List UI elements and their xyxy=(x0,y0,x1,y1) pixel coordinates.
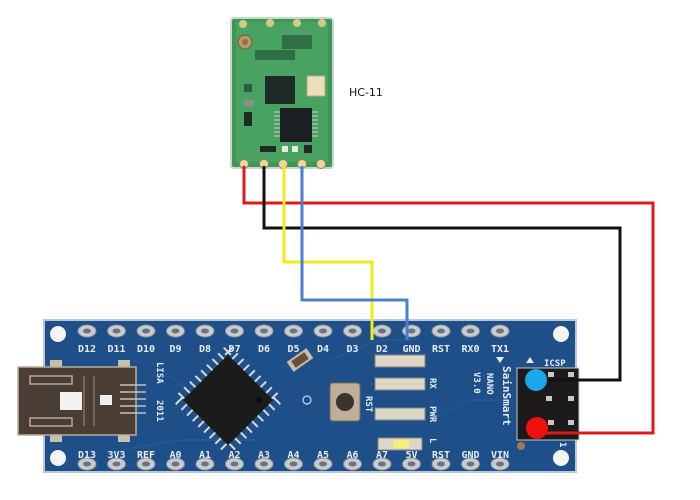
pin-hole xyxy=(289,461,298,467)
rx-arrow-icon xyxy=(496,357,504,363)
bottom-pin-label-d13: D13 xyxy=(78,450,96,461)
top-pin-label-d8: D8 xyxy=(199,344,211,355)
pin-hole xyxy=(466,461,475,467)
pin-hole xyxy=(230,461,239,467)
top-pin-label-rx0: RX0 xyxy=(461,344,479,355)
top-pin-label-d12: D12 xyxy=(78,344,96,355)
led-pwr xyxy=(374,407,426,421)
hc11-mcu-chip xyxy=(274,108,318,142)
pin-hole xyxy=(378,461,386,467)
pin-hole xyxy=(201,328,209,334)
bottom-pin-label-rst: RST xyxy=(432,450,450,461)
silk-year: 2011 xyxy=(154,400,164,422)
tx-arrow-icon xyxy=(526,357,534,363)
pin-hole xyxy=(378,328,386,334)
led-row-top xyxy=(374,354,426,368)
bottom-pin-label-a2: A2 xyxy=(228,450,240,461)
icsp-label: ICSP xyxy=(544,359,566,369)
top-pin-label-d4: D4 xyxy=(317,344,329,355)
silk-lisa: LISA xyxy=(154,362,164,384)
top-pin-label-d6: D6 xyxy=(258,344,270,355)
solder-pad xyxy=(517,442,525,450)
pin-hole xyxy=(496,461,504,467)
bottom-pin-label-a4: A4 xyxy=(287,450,299,461)
bottom-pin-label-a1: A1 xyxy=(199,450,211,461)
yellow-wire xyxy=(282,166,374,340)
pin-hole xyxy=(112,461,121,467)
usb-mini-connector[interactable] xyxy=(17,360,146,442)
pin-hole xyxy=(437,328,445,334)
icsp-blue-marker xyxy=(525,369,547,391)
led-rx xyxy=(374,377,426,391)
top-pin-label-d7: D7 xyxy=(228,344,240,355)
top-pin-label-gnd: GND xyxy=(402,344,420,355)
pin-hole xyxy=(171,328,180,334)
bottom-pin-label-3v3: 3V3 xyxy=(107,450,125,461)
pin-hole xyxy=(496,328,504,334)
led-label-rx: RX xyxy=(427,378,437,389)
icsp-red-marker xyxy=(526,417,548,439)
bottom-pin-label-a6: A6 xyxy=(346,450,358,461)
pin-hole xyxy=(407,461,416,467)
hc11-label: HC-11 xyxy=(349,86,383,99)
pin-hole xyxy=(201,461,209,467)
bottom-pin-row: D13 3V3 REF A0 A1 A2 A3 A4 A5 A6 A7 5V RST GND VIN xyxy=(77,450,510,471)
bottom-pin-label-ref: REF xyxy=(137,450,155,461)
pin-hole xyxy=(112,328,121,334)
led-l xyxy=(377,437,423,451)
pin-hole xyxy=(230,328,239,334)
top-pin-label-d3: D3 xyxy=(346,344,358,355)
bottom-pin-label-a0: A0 xyxy=(169,450,181,461)
pin-hole xyxy=(83,461,91,467)
pin-hole xyxy=(83,328,91,334)
top-pin-label-d5: D5 xyxy=(287,344,299,355)
top-pin-row: D12 D11 D10 D9 D8 D7 D6 D5 D4 D3 D2 GND RST RX0 TX1 xyxy=(77,324,510,355)
pin-hole xyxy=(348,328,357,334)
pin-hole xyxy=(319,461,327,467)
pin-hole xyxy=(437,461,445,467)
blue-wire xyxy=(300,166,409,340)
red-wire xyxy=(242,166,655,435)
model-label: NANO xyxy=(484,373,494,395)
atmega-chip xyxy=(174,346,282,451)
pin-hole xyxy=(289,328,298,334)
bottom-pin-label-a7: A7 xyxy=(376,450,388,461)
wires xyxy=(242,166,655,435)
reset-button[interactable] xyxy=(329,382,361,422)
pin-hole xyxy=(142,461,150,467)
reset-label: RST xyxy=(363,396,373,413)
top-pin-label-d2: D2 xyxy=(376,344,388,355)
pin-hole xyxy=(319,328,327,334)
bottom-pin-label-gnd: GND xyxy=(461,450,479,461)
top-pin-label-d10: D10 xyxy=(137,344,155,355)
bottom-pin-label-a5: A5 xyxy=(317,450,329,461)
pin-hole xyxy=(348,461,357,467)
top-pin-label-d9: D9 xyxy=(169,344,181,355)
top-pin-label-rst: RST xyxy=(432,344,450,355)
pin-hole xyxy=(142,328,150,334)
hc11-module xyxy=(230,17,334,169)
bottom-pin-label-vin: VIN xyxy=(491,450,509,461)
icsp-pin1-marker: 1 xyxy=(557,442,567,447)
led-label-pwr: PWR xyxy=(427,406,437,423)
pin-hole xyxy=(466,328,475,334)
version-label: V3.0 xyxy=(471,372,481,394)
top-pin-label-tx1: TX1 xyxy=(491,344,509,355)
brand-label: SainSmart xyxy=(500,366,513,426)
top-pin-label-d11: D11 xyxy=(107,344,125,355)
pin-hole xyxy=(407,328,416,334)
pin-hole xyxy=(260,461,268,467)
bottom-pin-label-5v: 5V xyxy=(405,450,417,461)
black-wire xyxy=(262,166,622,382)
pin-hole xyxy=(171,461,180,467)
led-label-l: L xyxy=(427,438,437,444)
pin-hole xyxy=(260,328,268,334)
bottom-pin-label-a3: A3 xyxy=(258,450,270,461)
